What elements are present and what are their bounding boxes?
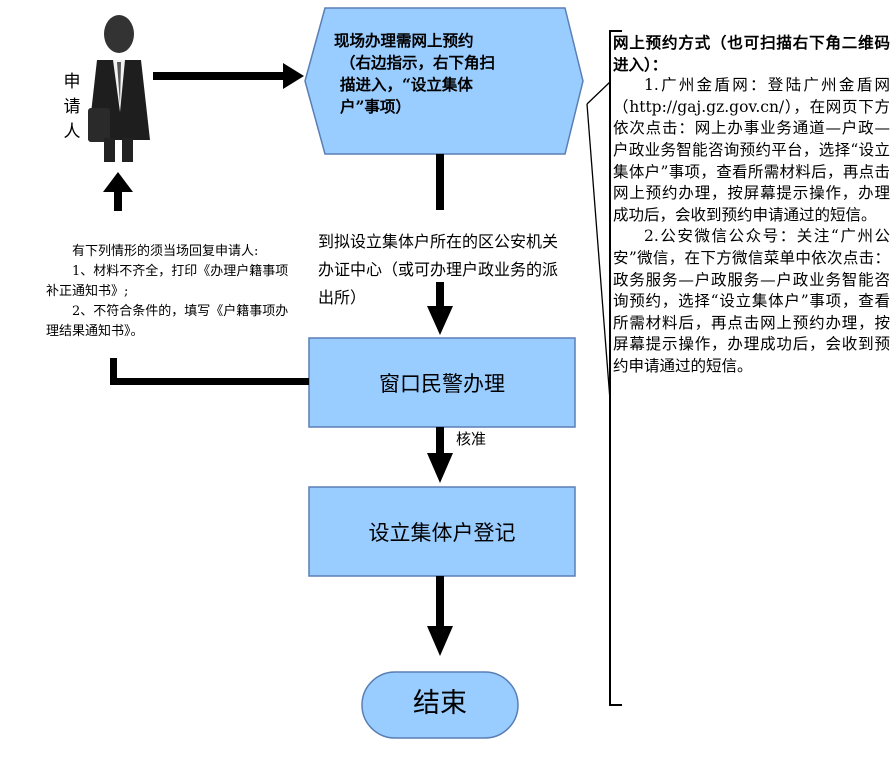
- arrow-hexagon-to-window: [427, 154, 453, 335]
- right-panel-bracket: [586, 30, 622, 706]
- approve-label: 核准: [456, 430, 487, 448]
- hexagon-text: 现场办理需网上预约 （右边指示，右下角扫 描进入，“设立集体 户”事项）: [334, 30, 552, 118]
- arrow-window-to-register: [427, 427, 453, 483]
- arrow-register-to-end: [427, 576, 453, 656]
- end-terminator: [361, 671, 519, 739]
- note-line: 1、材料不齐全，打印《办理户籍事项补正通知书》;: [46, 264, 289, 299]
- hexagon-line: 描进入，“设立集体: [340, 75, 473, 94]
- hexagon-line: 现场办理需网上预约: [334, 31, 474, 50]
- up-arrow: [103, 172, 133, 211]
- hexagon-line: 户”事项）: [340, 97, 411, 116]
- register-box-label: 设立集体户登记: [368, 521, 516, 545]
- window-box-label: 窗口民警办理: [379, 372, 505, 396]
- note-line: 2、不符合条件的，填写《户籍事项办理结果通知书》。: [46, 304, 289, 339]
- panel-paragraph: 2.公安微信公众号：关注“广州公安”微信，在下方微信菜单中依次点击：政务服务—户…: [613, 227, 890, 375]
- panel-paragraph: 1.广州金盾网：登陆广州金盾网（http://gaj.gz.gov.cn/），在…: [613, 76, 890, 224]
- route-note: 到拟设立集体户所在的区公安机关办证中心（或可办理户政业务的派出所）: [318, 232, 559, 307]
- applicant-label: 申请人: [63, 72, 81, 142]
- panel-title: 网上预约方式（也可扫描右下角二维码进入）：: [613, 33, 890, 74]
- person-icon: [88, 15, 150, 162]
- note-line: 有下列情形的须当场回复申请人:: [72, 244, 259, 259]
- register-box: [308, 486, 576, 577]
- return-line: [110, 358, 309, 385]
- arrow-applicant-to-hexagon: [153, 63, 304, 89]
- end-label: 结束: [413, 688, 467, 719]
- hexagon-appointment: [304, 7, 584, 155]
- hexagon-line: （右边指示，右下角扫: [340, 53, 496, 72]
- return-conditions-note: 有下列情形的须当场回复申请人: 1、材料不齐全，打印《办理户籍事项补正通知书》;…: [46, 242, 298, 342]
- online-appointment-panel: 网上预约方式（也可扫描右下角二维码进入）： 1.广州金盾网：登陆广州金盾网（ht…: [613, 32, 890, 378]
